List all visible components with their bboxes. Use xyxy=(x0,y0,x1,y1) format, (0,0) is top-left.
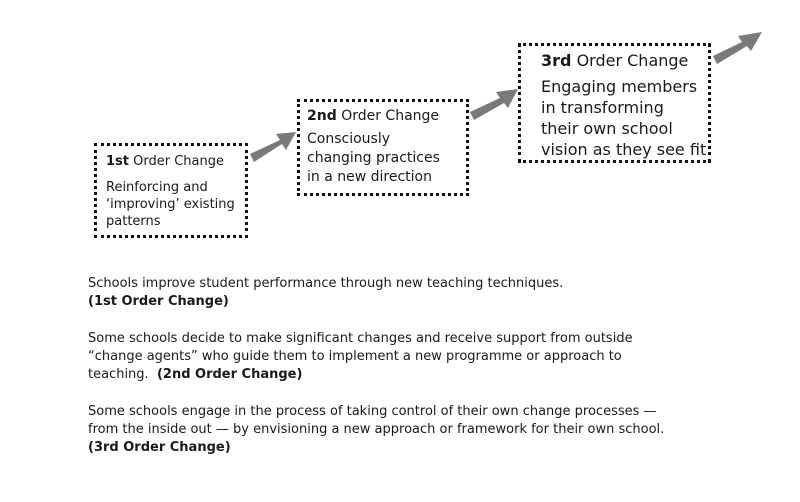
stage-box-2nd-order: 2nd Order Change Consciously changing pr… xyxy=(297,99,469,196)
stage-description: Engaging members in transforming their o… xyxy=(541,77,707,160)
caption-tag: (3rd Order Change) xyxy=(88,440,231,455)
stage-description: Consciously changing practices in a new … xyxy=(307,131,440,186)
arrow-2-icon xyxy=(470,89,518,120)
stage-description: Reinforcing and ‘improving’ existing pat… xyxy=(106,179,235,229)
caption-tag: (1st Order Change) xyxy=(88,294,229,309)
caption-list: Schools improve student performance thro… xyxy=(88,275,788,476)
caption-tag: (2nd Order Change) xyxy=(156,367,303,382)
stage-box-3rd-order: 3rd Order Change Engaging members in tra… xyxy=(518,43,711,163)
caption-2nd-order: Some schools decide to make significant … xyxy=(88,331,633,382)
arrow-1-icon xyxy=(250,132,296,162)
stage-box-1st-order: 1st Order Change Reinforcing and ‘improv… xyxy=(94,143,248,238)
caption-3rd-order: Some schools engage in the process of ta… xyxy=(88,404,665,455)
stage-title: 1st Order Change xyxy=(106,154,224,169)
caption-1st-order: Schools improve student performance thro… xyxy=(88,276,564,309)
stage-title: 3rd Order Change xyxy=(541,51,689,70)
stage-title: 2nd Order Change xyxy=(307,108,440,124)
arrow-3-icon xyxy=(713,32,762,64)
